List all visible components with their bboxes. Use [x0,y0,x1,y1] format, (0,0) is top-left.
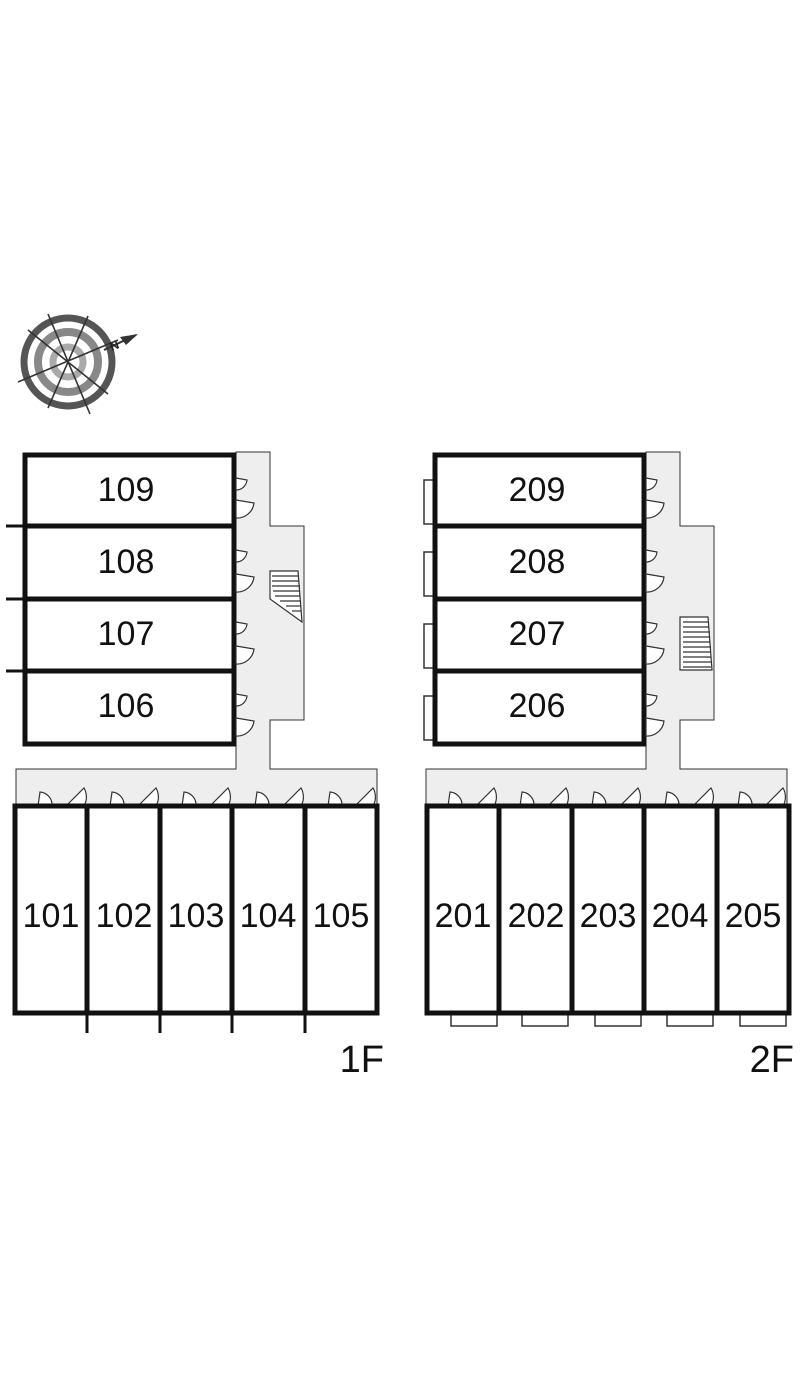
unit-206 [432,668,647,747]
lower-units [12,803,380,1016]
unit-109 [22,452,237,529]
unit-103 [157,803,235,1016]
unit-label-201: 201 [435,897,492,935]
unit-label-106: 106 [98,687,155,725]
unit-labels: 109 108 107 106 101 102 103 104 105 [23,471,370,935]
unit-label-104: 104 [240,897,297,935]
doors-upper [645,477,665,737]
compass-rose-lines [17,313,119,415]
unit-102 [84,803,163,1016]
unit-label-202: 202 [508,897,565,935]
floor-label-1f: 1F [340,1039,384,1081]
unit-labels: 209 208 207 206 201 202 203 204 205 [435,471,782,935]
unit-label-103: 103 [168,897,225,935]
unit-label-206: 206 [509,687,566,725]
balconies-left [423,479,436,741]
balconies-bottom [450,1012,787,1027]
floor-1f: 109 108 107 106 101 102 103 104 105 1F [6,451,384,1081]
unit-label-108: 108 [98,543,155,581]
upper-units [22,452,237,747]
corridor [15,451,378,807]
unit-108 [22,523,237,602]
unit-label-208: 208 [509,543,566,581]
compass: N [17,313,138,415]
unit-label-204: 204 [652,897,709,935]
unit-label-205: 205 [725,897,782,935]
doors-upper [235,477,255,737]
lower-units [424,803,792,1016]
staircase [269,570,303,624]
staircase [679,616,713,671]
unit-107 [22,596,237,674]
unit-205 [714,803,792,1016]
unit-label-203: 203 [580,897,637,935]
unit-201 [424,803,502,1016]
unit-209 [432,452,647,529]
unit-204 [641,803,720,1016]
doors-lower [37,787,377,807]
corridor [425,451,788,807]
unit-203 [569,803,647,1016]
unit-label-109: 109 [98,471,155,509]
unit-106 [22,668,237,747]
unit-label-105: 105 [313,897,370,935]
floor-2f: 209 208 207 206 201 202 203 204 205 2F [423,451,794,1081]
unit-105 [302,803,380,1016]
unit-label-207: 207 [509,615,566,653]
unit-label-102: 102 [96,897,153,935]
floor-label-2f: 2F [750,1039,794,1081]
unit-label-107: 107 [98,615,155,653]
unit-label-101: 101 [23,897,80,935]
upper-units [432,452,647,747]
unit-label-209: 209 [509,471,566,509]
